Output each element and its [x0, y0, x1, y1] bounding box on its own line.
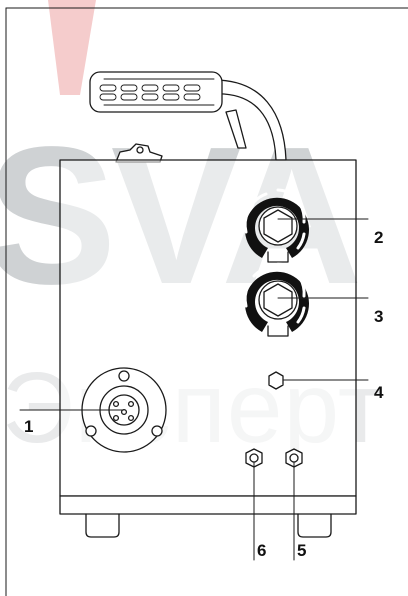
device-base: [59, 495, 357, 538]
knob-upper: [243, 188, 309, 263]
fitting-5: [285, 448, 303, 468]
handle-post: [213, 79, 287, 161]
watermark-red-wedge: [48, 0, 96, 95]
leader-lines: [19, 218, 369, 561]
callout-4: 4: [374, 383, 384, 402]
bolt-4: [268, 371, 284, 390]
callout-1: 1: [24, 417, 34, 436]
callout-5: 5: [297, 541, 307, 560]
handle-grip: [89, 71, 223, 113]
callout-2: 2: [374, 228, 384, 247]
callout-3: 3: [374, 307, 384, 326]
top-clip: [115, 143, 163, 163]
callout-6: 6: [257, 541, 267, 560]
knob-lower: [243, 262, 309, 337]
